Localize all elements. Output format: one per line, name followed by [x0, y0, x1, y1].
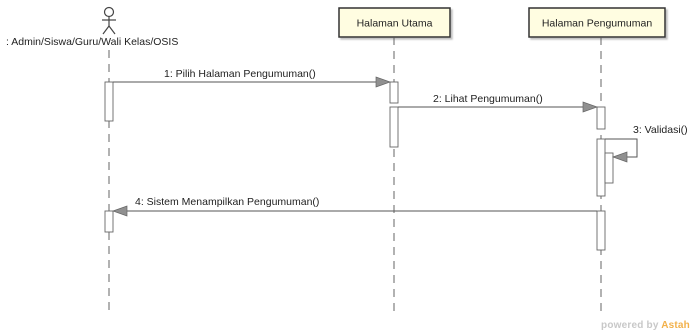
activation-bar-halaman-pengumuman-2	[596, 138, 606, 197]
activation-bar-halaman-utama-2	[389, 106, 399, 148]
message-3-label: 3: Validasi()	[633, 124, 688, 136]
activation-bar-actor-2	[104, 210, 114, 233]
message-1-label: 1: Pilih Halaman Pengumuman()	[164, 68, 316, 80]
message-4-arrowhead	[111, 205, 128, 217]
actor-stick-figure-icon	[102, 6, 116, 35]
watermark-prefix: powered by	[601, 320, 662, 331]
activation-bar-halaman-pengumuman-self	[604, 152, 614, 184]
watermark-brand: Astah	[661, 320, 690, 331]
lifeline-box-halaman-pengumuman[interactable]	[528, 7, 666, 38]
activation-bar-halaman-pengumuman-1	[596, 106, 606, 130]
message-1-arrowhead	[375, 76, 392, 88]
activation-bar-halaman-pengumuman-3	[596, 210, 606, 251]
lifeline-label-halaman-pengumuman: Halaman Pengumuman	[542, 18, 652, 30]
message-2-arrowhead	[582, 101, 599, 113]
message-4-label: 4: Sistem Menampilkan Pengumuman()	[135, 196, 319, 208]
astah-watermark: powered by Astah	[601, 320, 690, 331]
activation-bar-actor-1	[104, 81, 114, 122]
lifeline-box-halaman-utama[interactable]	[338, 7, 451, 38]
actor-label: : Admin/Siswa/Guru/Wali Kelas/OSIS	[6, 36, 178, 48]
message-3-line	[605, 138, 638, 158]
activation-bar-halaman-utama-1	[389, 81, 399, 104]
lifeline-label-halaman-utama: Halaman Utama	[357, 18, 433, 30]
message-3-arrowhead	[611, 151, 628, 163]
message-2-label: 2: Lihat Pengumuman()	[433, 93, 543, 105]
